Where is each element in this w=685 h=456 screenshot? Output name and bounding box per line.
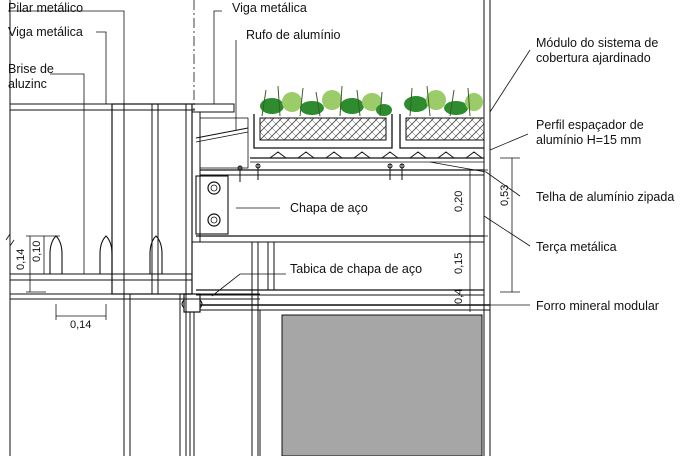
vegetation [260,85,483,117]
brise-fin [99,235,113,274]
label-viga-metalica-left: Viga metálica [8,25,83,39]
dim-015: 0,15 [453,253,465,274]
dim-020: 0,20 [453,191,465,212]
dim-brise-height-total: 0,14 [15,249,27,270]
green-roof-modules [253,85,485,149]
label-forro: Forro mineral modular [536,299,659,313]
label-telha: Telha de alumínio zipada [536,190,675,204]
ceiling [181,293,483,456]
bolts [207,181,221,227]
label-modulo-line1: Módulo do sistema de [536,36,659,50]
ceiling-panel [281,314,483,456]
brise-fin [149,235,163,274]
brise-fins [49,235,163,274]
ceiling-tabica [183,293,201,313]
label-rufo: Rufo de alumínio [246,28,341,42]
green-roof-tray [399,114,485,149]
label-brise-line1: Brise de [8,62,54,76]
leader-lines [8,10,531,306]
label-pilar-metalico: Pilar metálico [8,1,84,15]
pillar-beam-block [10,103,195,456]
label-perfil-line2: alumínio H=15 mm [536,133,642,147]
tile-screws [237,163,405,182]
outline-frame [9,0,491,456]
label-tabica: Tabica de chapa de aço [290,262,423,276]
label-modulo-line2: cobertura ajardinado [536,51,651,65]
label-terca: Terça metálica [536,240,617,254]
label-viga-metalica-top: Viga metálica [232,1,307,15]
label-chapa: Chapa de aço [290,201,368,215]
green-roof-tray [253,114,393,149]
roof-structure [191,103,490,456]
dimension-lines [5,157,520,320]
bolt-icon [207,181,221,195]
label-perfil-line1: Perfil espaçador de [536,118,644,132]
bolt-icon [207,213,221,227]
dim-053: 0,53 [499,185,511,206]
dim-04: 0,4 [453,289,465,304]
label-brise-line2: aluzinc [8,77,47,91]
dim-brise-spacing: 0,14 [70,319,91,331]
dim-brise-height-fin: 0,10 [31,241,43,262]
brise-fin [49,235,63,274]
aluminium-tile [237,151,484,182]
